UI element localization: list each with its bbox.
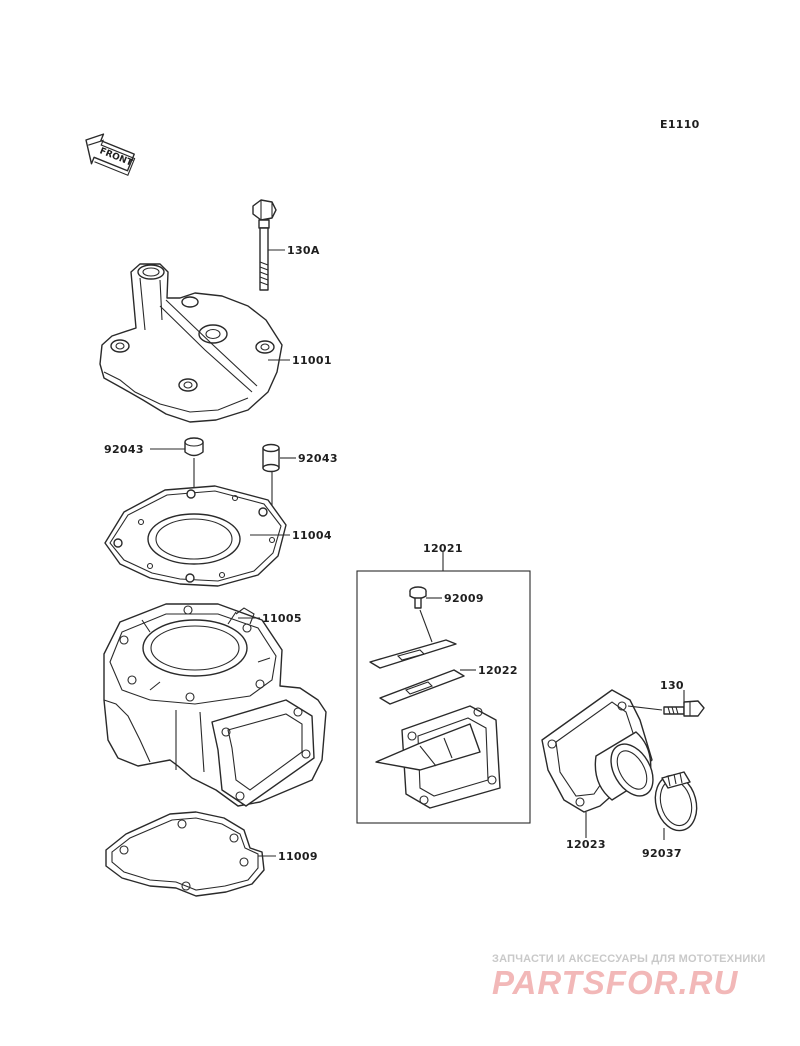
label-130a: 130A [287,244,320,257]
bolt-130 [663,700,705,717]
label-92009: 92009 [444,592,484,605]
cylinder-head [99,263,283,423]
front-arrow-icon: FRONT [85,133,136,176]
reed-block [375,705,501,809]
label-11009: 11009 [278,850,318,863]
bolt-130a [252,199,277,291]
base-gasket [105,811,265,897]
watermark-brand: PARTSFOR.RU [492,964,738,1001]
hose-clamp [654,771,698,832]
label-12021: 12021 [423,542,463,555]
diagram-code: E1110 [660,118,700,131]
reed-plate [369,639,465,705]
label-12022: 12022 [478,664,518,677]
label-92043-right: 92043 [298,452,338,465]
leader-bolt-line [627,705,663,711]
dowel-pin-left [184,437,204,457]
label-11001: 11001 [292,354,332,367]
intake-manifold [541,689,654,813]
watermark-subtitle: ЗАПЧАСТИ И АКСЕССУАРЫ ДЛЯ МОТОТЕХНИКИ [492,953,765,965]
cylinder [103,603,327,807]
screw-92009 [409,586,427,609]
head-gasket [104,485,287,587]
label-11004: 11004 [292,529,332,542]
label-92043-left: 92043 [104,443,144,456]
label-11005: 11005 [262,612,302,625]
label-92037: 92037 [642,847,682,860]
label-130: 130 [660,679,684,692]
label-12023: 12023 [566,838,606,851]
dowel-pin-right [262,443,280,473]
leader-screw-line [419,609,433,643]
